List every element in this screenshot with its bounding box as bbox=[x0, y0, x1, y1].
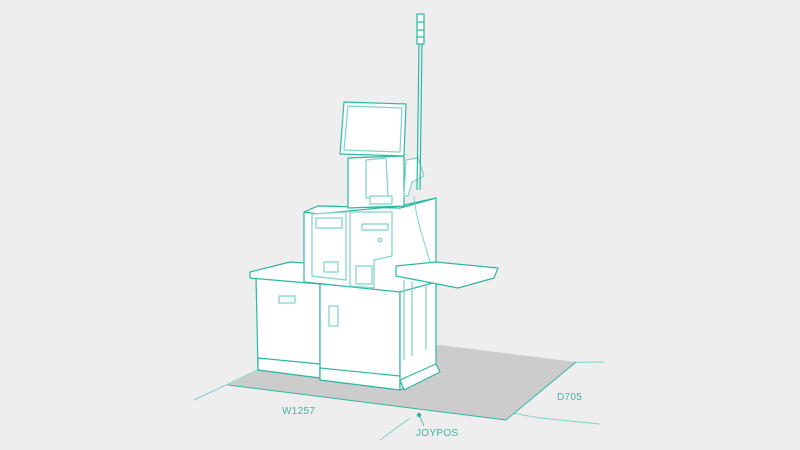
indicator-light bbox=[377, 237, 383, 243]
left-cabinet-handle bbox=[278, 295, 296, 304]
coin-tray bbox=[323, 261, 339, 273]
width-dimension-label: W1257 bbox=[282, 406, 316, 417]
scanner-unit bbox=[365, 157, 389, 199]
bagging-shelf bbox=[395, 261, 499, 289]
status-light-pole bbox=[416, 13, 425, 191]
brand-label: JOYPOS bbox=[416, 428, 459, 439]
card-slot bbox=[361, 223, 389, 231]
touchscreen-display bbox=[343, 105, 403, 153]
coin-return bbox=[355, 265, 373, 285]
handheld-scanner bbox=[403, 157, 425, 197]
scanner-cable bbox=[413, 195, 431, 263]
depth-dimension-label: D705 bbox=[557, 392, 583, 403]
bill-acceptor bbox=[315, 217, 343, 229]
keypad bbox=[369, 195, 393, 205]
center-cabinet-handle bbox=[328, 305, 339, 327]
right-base-foot bbox=[399, 363, 441, 391]
